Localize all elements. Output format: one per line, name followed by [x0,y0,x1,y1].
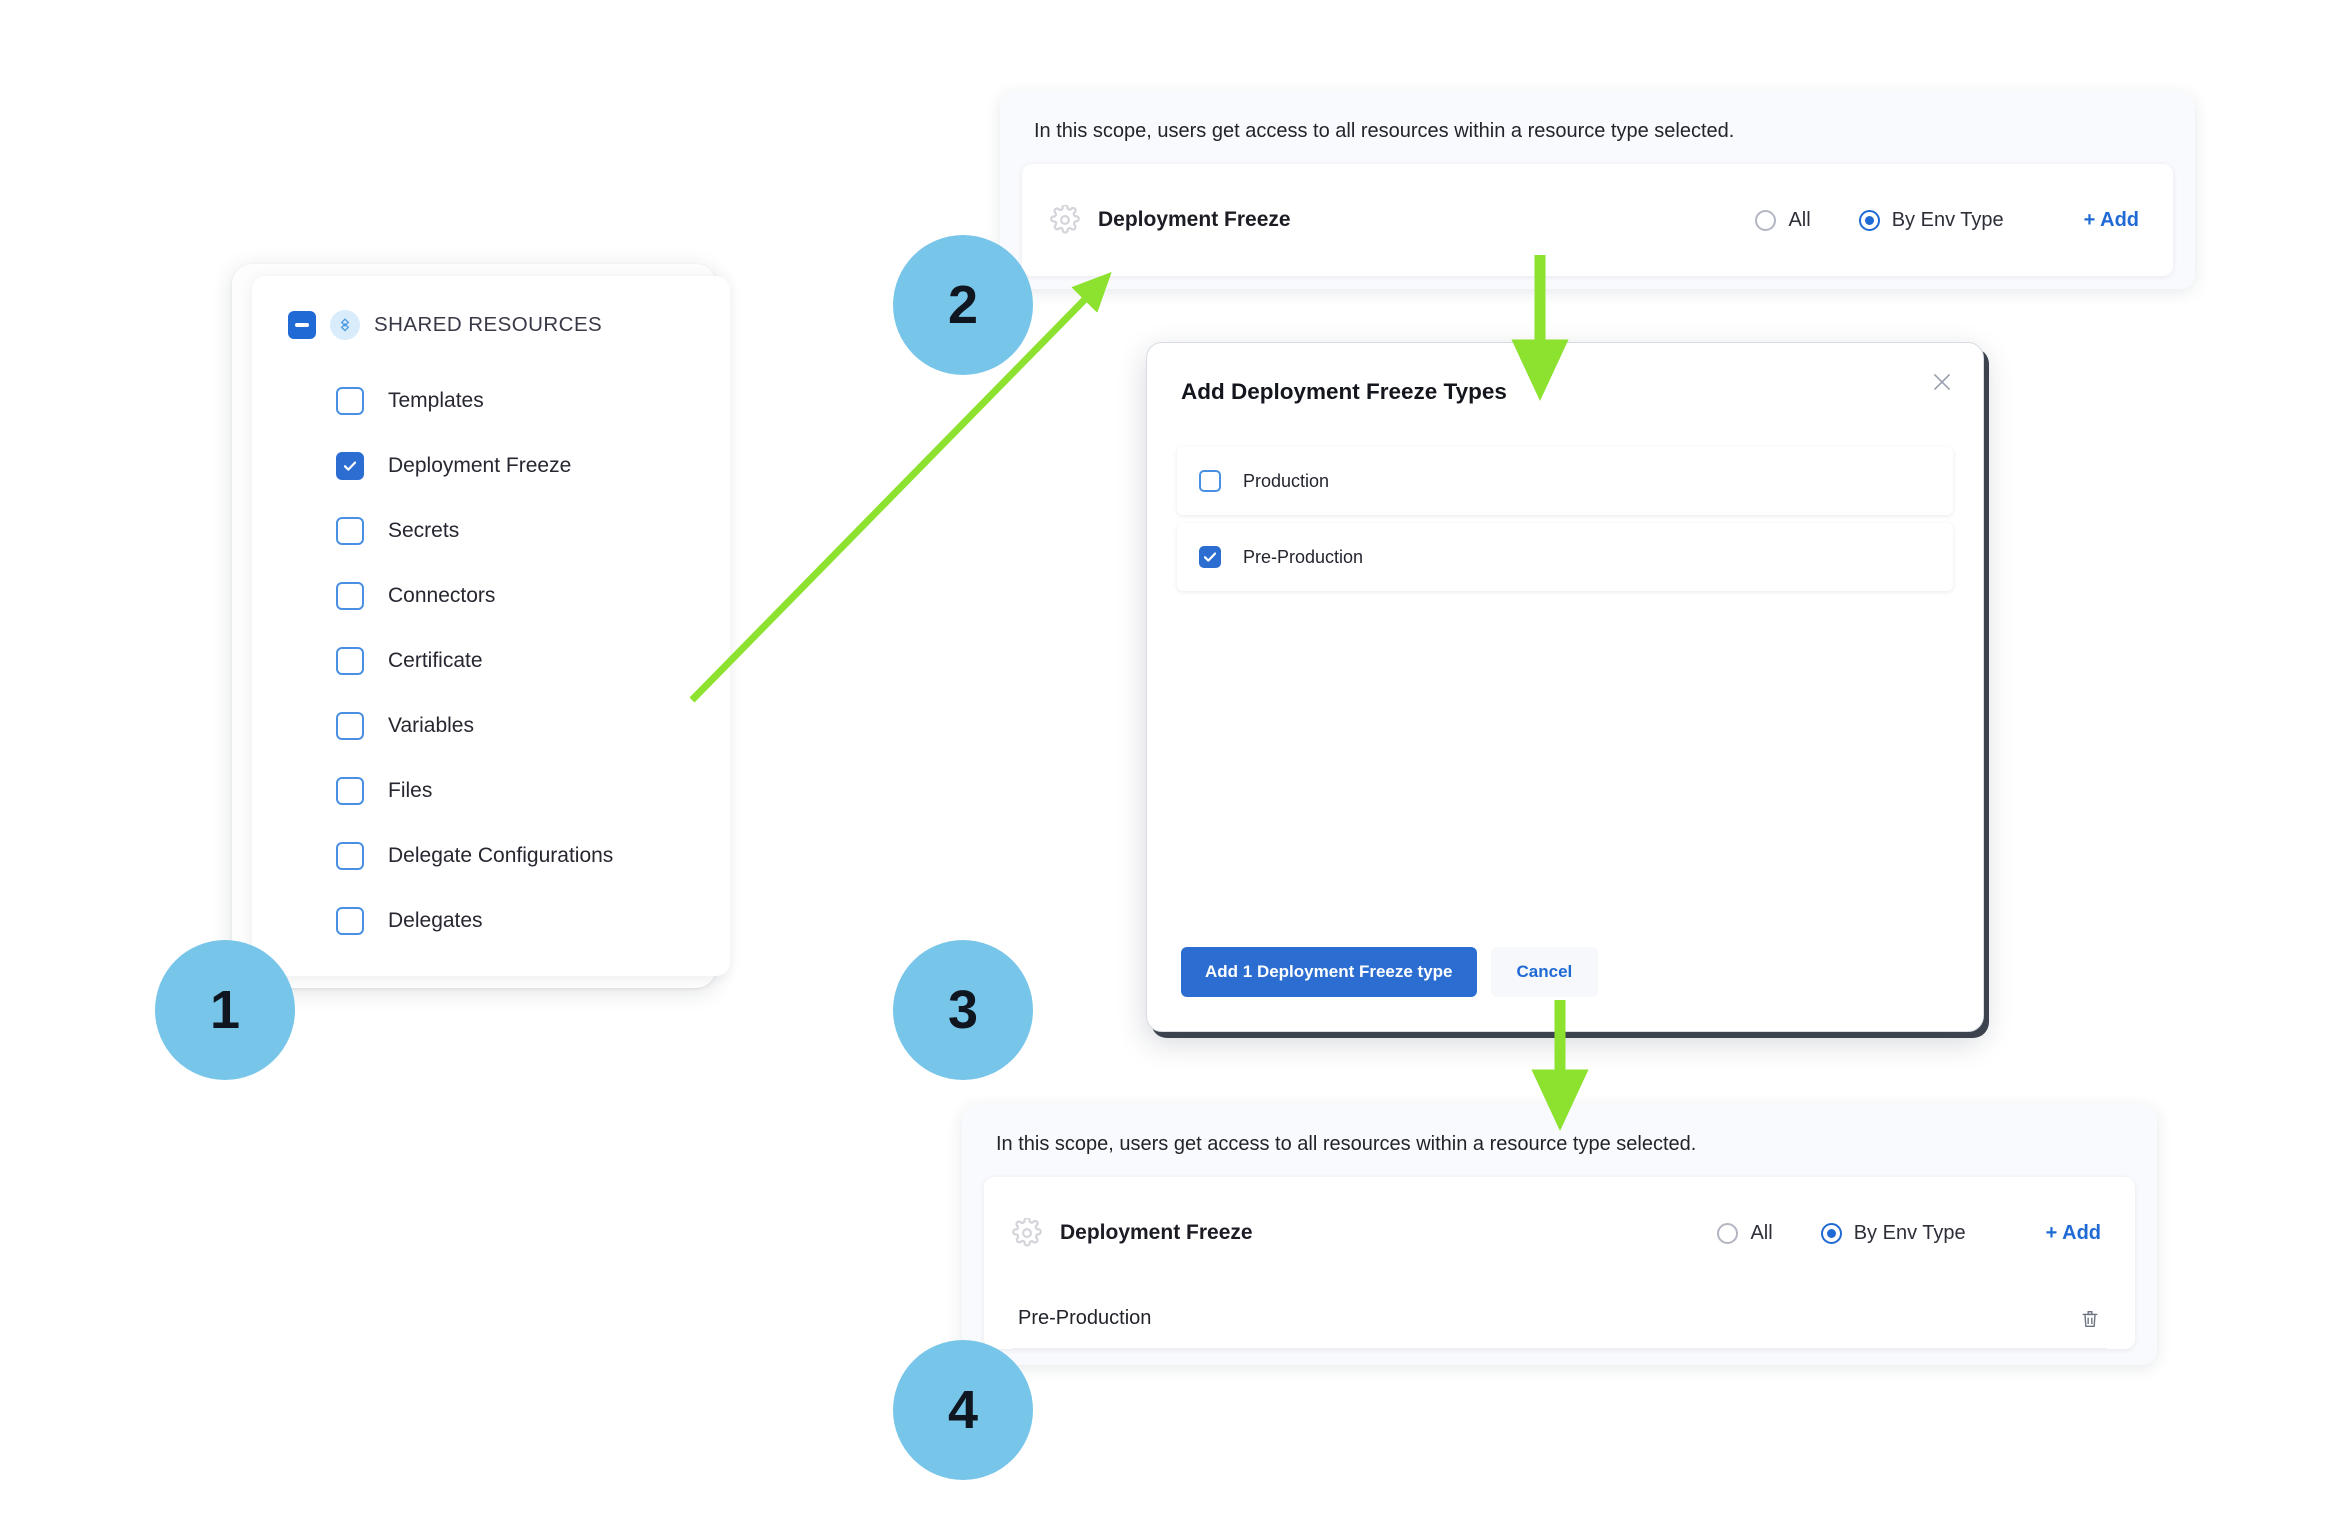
checkbox-icon[interactable] [336,841,364,870]
modal-title: Add Deployment Freeze Types [1181,379,1507,404]
selected-entry-row: Pre-Production [1012,1289,2107,1349]
radio-label: All [1788,208,1811,231]
radio-label: By Env Type [1853,1221,1966,1244]
resource-tree-item[interactable]: Secrets [336,498,730,563]
minus-icon[interactable] [288,311,316,339]
freeze-type-option-label: Pre-Production [1243,546,1364,567]
step-number: 4 [947,1380,979,1440]
resource-tree-item[interactable]: Variables [336,693,730,758]
modal-footer: Add 1 Deployment Freeze type Cancel [1181,947,1599,997]
scope-resource-card: Deployment Freeze All By Env Type + Add … [984,1177,2135,1349]
shared-resources-icon [330,310,360,340]
arrow-tree-to-scope [689,272,1112,703]
radio-icon[interactable] [1858,209,1880,231]
step-marker-1: 1 [155,940,295,1080]
step-marker-4: 4 [893,1340,1033,1480]
radio-label: All [1750,1221,1773,1244]
resource-tree-item-label: Variables [388,713,474,737]
radio-option-all[interactable]: All [1717,1221,1773,1245]
checkbox-icon[interactable] [336,581,364,610]
freeze-type-option[interactable]: Pre-Production [1177,523,1953,591]
scope-resource-row: Deployment Freeze All By Env Type + Add [1022,164,2173,276]
scope-resource-card: Deployment Freeze All By Env Type + Add [1022,164,2173,276]
radio-option-by-env-type[interactable]: By Env Type [1820,1221,1966,1245]
radio-icon[interactable] [1820,1222,1842,1244]
resource-tree-item[interactable]: Connectors [336,563,730,628]
step-number: 3 [947,980,979,1040]
step-marker-2: 2 [893,235,1033,375]
add-link[interactable]: + Add [2083,208,2139,231]
resource-tree-item-label: Templates [388,388,484,412]
resource-tree-header[interactable]: SHARED RESOURCES [252,310,730,340]
scope-radio-group: All By Env Type [1755,208,2004,232]
checkbox-icon[interactable] [1199,546,1221,568]
scope-note: In this scope, users get access to all r… [996,1133,1697,1155]
selected-entry-label: Pre-Production [1018,1307,1152,1329]
close-icon[interactable] [1929,369,1955,395]
gear-icon [1012,1218,1042,1248]
selected-entries-list: Pre-Production [984,1289,2135,1349]
radio-icon[interactable] [1717,1222,1739,1244]
checkbox-icon[interactable] [1199,470,1221,492]
radio-label: By Env Type [1891,208,2004,231]
resource-tree-item-label: Certificate [388,648,483,672]
resource-tree-item-label: Secrets [388,518,460,542]
resource-tree-item-label: Deployment Freeze [388,453,572,477]
add-freeze-type-button[interactable]: Add 1 Deployment Freeze type [1181,947,1477,997]
checkbox-icon[interactable] [336,646,364,675]
resource-tree-item[interactable]: Delegates [336,888,730,953]
step-number: 2 [947,275,979,335]
radio-icon[interactable] [1755,209,1777,231]
resource-tree-item[interactable]: Deployment Freeze [336,433,730,498]
scope-resource-name: Deployment Freeze [1098,208,1291,231]
resource-tree-item-label: Files [388,778,433,802]
cancel-button[interactable]: Cancel [1490,947,1599,997]
scope-note: In this scope, users get access to all r… [1034,120,1735,142]
step-marker-3: 3 [893,940,1033,1080]
checkbox-icon[interactable] [336,386,364,415]
scope-panel-bottom: In this scope, users get access to all r… [962,1105,2157,1365]
trash-icon[interactable] [2079,1308,2101,1330]
checkbox-icon[interactable] [336,776,364,805]
resource-tree-item[interactable]: Templates [336,368,730,433]
add-link[interactable]: + Add [2045,1221,2101,1244]
checkbox-icon[interactable] [336,906,364,935]
gear-icon [1050,205,1080,235]
checkbox-icon[interactable] [336,516,364,545]
checkbox-icon[interactable] [336,711,364,740]
resource-tree-item[interactable]: Certificate [336,628,730,693]
radio-option-by-env-type[interactable]: By Env Type [1858,208,2004,232]
resource-tree-item[interactable]: Files [336,758,730,823]
checkbox-icon[interactable] [336,451,364,480]
freeze-type-option[interactable]: Production [1177,447,1953,515]
scope-panel-top: In this scope, users get access to all r… [1000,92,2195,289]
resource-tree-item[interactable]: Delegate Configurations [336,823,730,888]
radio-option-all[interactable]: All [1755,208,1811,232]
resource-tree-item-label: Delegates [388,908,483,932]
scope-resource-name: Deployment Freeze [1060,1221,1253,1244]
scope-radio-group: All By Env Type [1717,1221,1966,1245]
freeze-type-option-label: Production [1243,470,1330,491]
resource-tree-item-label: Delegate Configurations [388,843,614,867]
scope-resource-row: Deployment Freeze All By Env Type + Add [984,1177,2135,1289]
resource-tree-item-label: Connectors [388,583,496,607]
step-number: 1 [209,980,241,1040]
resource-tree-title: SHARED RESOURCES [374,313,603,336]
